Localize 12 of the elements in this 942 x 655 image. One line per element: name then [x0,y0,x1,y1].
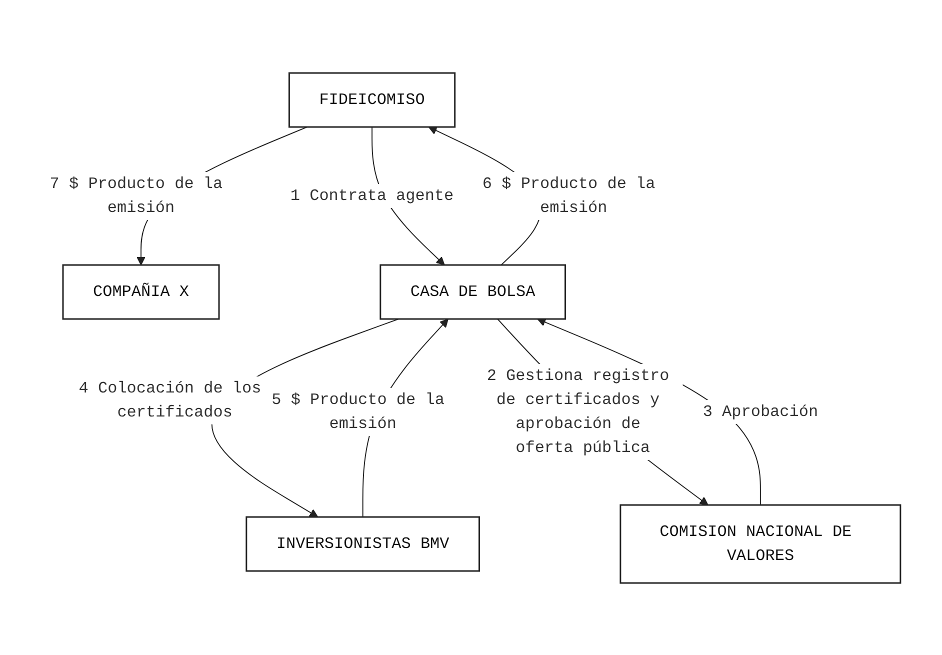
edge-label: 4 Colocación de los certificados [79,378,262,421]
edge-label: 6 $ Producto de la emisión [482,174,656,216]
node-box: COMPAÑIA X [62,264,220,320]
edge-label: 2 Gestiona registro de certificados y aprobación de oferta pública [487,366,670,456]
edge-label: 7 $ Producto de la emisión [50,174,223,216]
edge-label: 5 $ Producto de la emisión [272,390,445,432]
edge-label: 3 Aprobación [703,402,818,420]
edge-label: 1 Contrata agente [290,186,454,204]
node-box: COMISION NACIONAL DE VALORES [620,504,902,584]
node-box: INVERSIONISTAS BMV [246,516,480,572]
node-box: CASA DE BOLSA [380,264,566,320]
node-box: FIDEICOMISO [288,72,456,128]
